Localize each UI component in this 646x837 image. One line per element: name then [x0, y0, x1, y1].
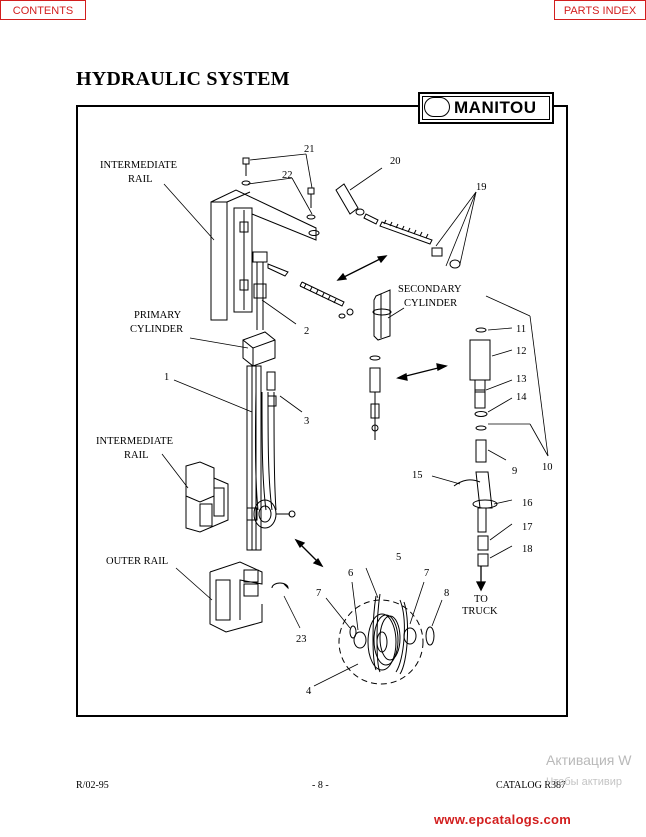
callout-4: 4: [306, 686, 312, 697]
diagram-text-labels: INTERMEDIATE RAIL PRIMARY CYLINDER INTER…: [96, 160, 498, 617]
label-intermediate-rail-mid-l1: INTERMEDIATE: [96, 436, 173, 447]
callout-10: 10: [542, 462, 553, 473]
intermediate-rail-upper-drawing: [210, 189, 317, 321]
brand-name: MANITOU: [454, 98, 537, 117]
callout-2: 2: [304, 326, 309, 337]
callout-21: 21: [304, 144, 315, 155]
page-title: HYDRAULIC SYSTEM: [76, 68, 290, 90]
callout-18: 18: [522, 544, 533, 555]
callout-22: 22: [282, 170, 293, 181]
callout-17: 17: [522, 522, 533, 533]
callout-13: 13: [516, 374, 527, 385]
label-secondary-cylinder-l2: CYLINDER: [404, 298, 457, 309]
chain-1: [246, 391, 296, 529]
label-intermediate-rail-top-l2: RAIL: [128, 174, 153, 185]
label-to-truck-l2: TRUCK: [462, 606, 498, 617]
callout-14: 14: [516, 392, 527, 403]
leader-lines: [161, 153, 549, 687]
callout-8: 8: [444, 588, 449, 599]
callout-9: 9: [512, 466, 517, 477]
label-to-truck-l1: TO: [474, 594, 488, 605]
callout-6: 6: [348, 568, 353, 579]
label-intermediate-rail-mid-l2: RAIL: [124, 450, 149, 461]
os-activation-watermark-subtext: Чтобы активир: [546, 776, 622, 788]
footer-catalog: CATALOG R387: [496, 780, 567, 791]
intermediate-rail-lower-drawing: [185, 461, 229, 533]
contents-button[interactable]: CONTENTS: [0, 0, 86, 20]
callout-16: 16: [522, 498, 533, 509]
hose-assembly-2: [267, 263, 354, 319]
label-secondary-cylinder-l1: SECONDARY: [398, 284, 462, 295]
callout-3: 3: [304, 416, 309, 427]
callout-11: 11: [516, 324, 526, 335]
move-direction-arrows: [294, 255, 487, 592]
footer-page-number: - 8 -: [312, 780, 329, 791]
label-intermediate-rail-top-l1: INTERMEDIATE: [100, 160, 177, 171]
secondary-cylinder-drawing: [369, 289, 392, 440]
forklift-emblem-icon: [424, 97, 450, 117]
callout-12: 12: [516, 346, 527, 357]
callout-7-right: 7: [424, 568, 429, 579]
callout-19: 19: [476, 182, 487, 193]
manitou-logo: MANITOU: [418, 92, 554, 124]
label-primary-cylinder-l2: CYLINDER: [130, 324, 183, 335]
callout-20: 20: [390, 156, 401, 167]
sheave-assembly-4: [338, 593, 435, 685]
hose-19-fitting-20: [335, 183, 461, 269]
part-number-callouts: 1 2 3 4 5 6 7 7 8 9 10 11 12 13 14 15 16…: [164, 144, 553, 697]
label-outer-rail: OUTER RAIL: [106, 556, 168, 567]
outer-rail-drawing: [209, 561, 289, 633]
callout-5: 5: [396, 552, 401, 563]
label-primary-cylinder-l1: PRIMARY: [134, 310, 182, 321]
bolts-21-22: [241, 157, 320, 236]
parts-index-button[interactable]: PARTS INDEX: [554, 0, 646, 20]
callout-1: 1: [164, 372, 169, 383]
coupling-stack-11-18: [453, 327, 498, 567]
diagram-frame: [76, 105, 568, 717]
site-link[interactable]: www.epcatalogs.com: [434, 812, 572, 827]
os-activation-watermark: Активация W: [546, 752, 632, 768]
callout-7-left: 7: [316, 588, 321, 599]
footer-date: R/02-95: [76, 780, 109, 791]
callout-23: 23: [296, 634, 307, 645]
callout-15: 15: [412, 470, 423, 481]
